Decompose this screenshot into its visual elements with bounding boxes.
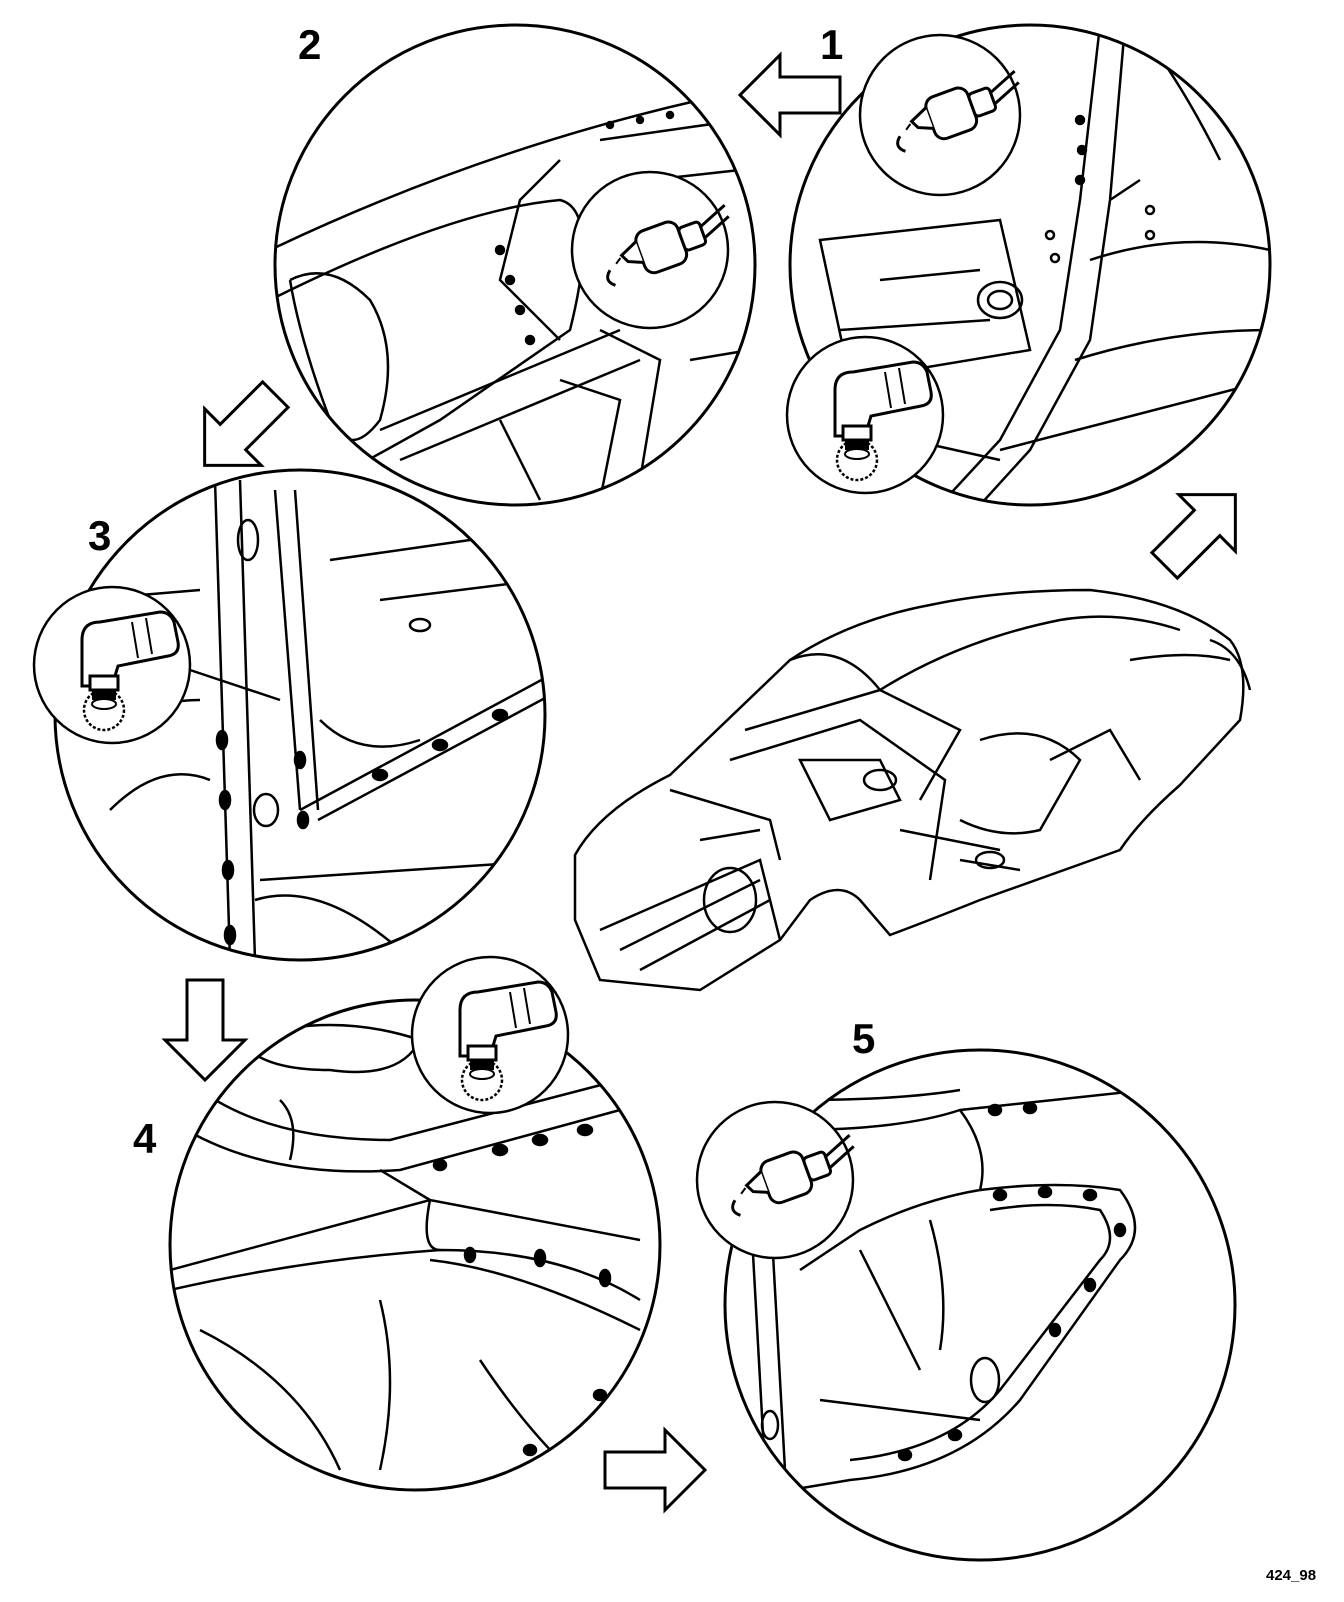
detail-view-5: [697, 1050, 1240, 1560]
car-body-shell: [575, 590, 1250, 990]
step-label-3: 3: [88, 512, 112, 559]
arrow-car-to-step-1: [1134, 464, 1266, 596]
step-label-4: 4: [133, 1115, 157, 1162]
figure-reference: 424_98: [1266, 1567, 1317, 1584]
spot-weld-cutter-icon: [34, 587, 190, 743]
detail-view-2: [270, 25, 755, 505]
drill-icon: [860, 35, 1030, 195]
step-label-1: 1: [820, 21, 844, 68]
step-label-2: 2: [298, 21, 322, 68]
arrow-step-3-to-4: [163, 978, 247, 1082]
spot-weld-cutter-icon: [787, 337, 943, 493]
arrow-step-4-to-5: [603, 1428, 707, 1512]
step-label-5: 5: [852, 1015, 876, 1062]
spot-weld-cutter-icon: [412, 957, 568, 1113]
detail-view-3: [34, 470, 560, 960]
detail-view-1: [787, 25, 1270, 505]
drill-icon: [572, 172, 740, 328]
detail-view-4: [170, 957, 660, 1490]
drill-icon: [697, 1102, 865, 1258]
